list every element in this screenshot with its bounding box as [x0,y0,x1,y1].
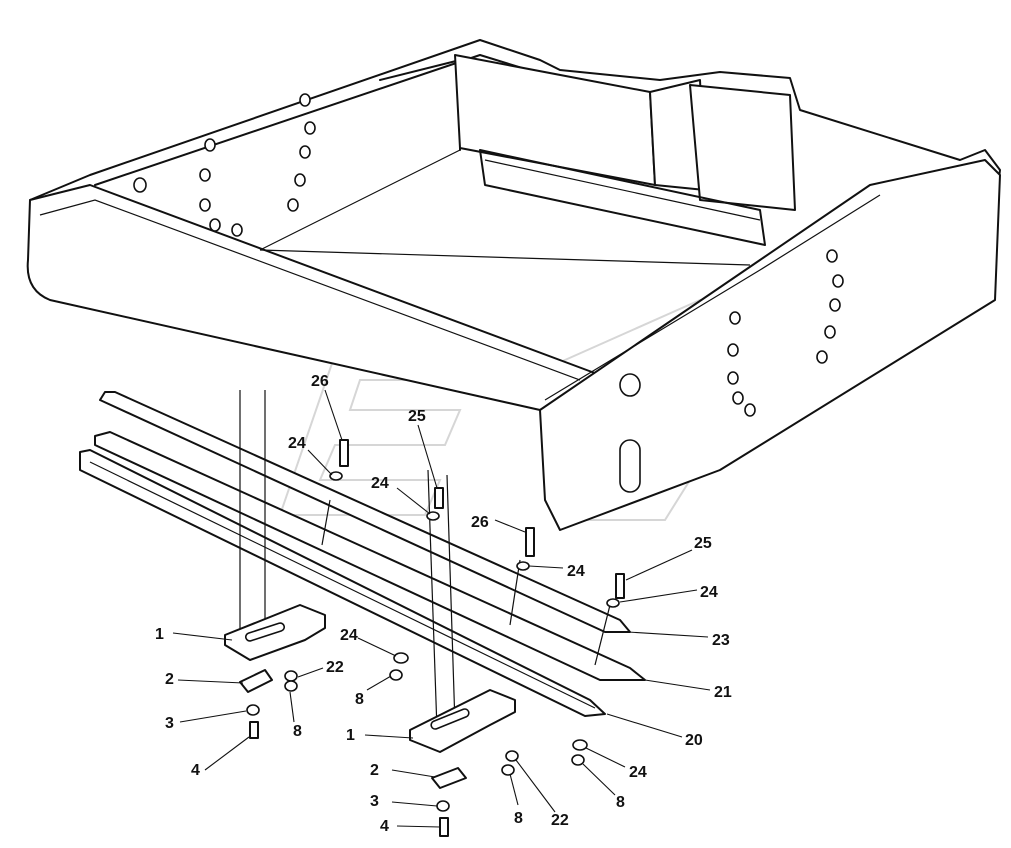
callout-2-left: 2 [165,671,174,688]
callout-4-right: 4 [380,818,389,835]
callout-26-middle: 26 [471,514,489,531]
callout-3-right: 3 [370,793,379,810]
callout-20: 20 [685,732,703,749]
frame-assembly [26,39,1001,531]
callout-3-left: 3 [165,715,174,732]
callout-24-top-left: 24 [288,435,306,452]
callout-8-middle: 8 [355,691,364,708]
callout-8-right: 8 [514,810,523,827]
callout-24-right: 24 [700,584,718,601]
callout-24-middle-right: 24 [567,563,585,580]
callout-labels: 1 2 3 4 8 22 24 8 1 2 3 4 8 22 26 24 25 … [155,373,732,835]
callout-1-left: 1 [155,626,164,643]
callout-25-top: 25 [408,408,426,425]
leader-lines [172,389,711,828]
rail-assembly [79,391,646,717]
callout-24-bottom-right: 24 [629,764,647,781]
callout-2-right: 2 [370,762,379,779]
callout-23: 23 [712,632,730,649]
callout-24-left: 24 [340,627,358,644]
callout-24-top-middle: 24 [371,475,389,492]
callout-4-left: 4 [191,762,200,779]
fasteners [329,439,625,766]
callout-22-left: 22 [326,659,344,676]
callout-8-left: 8 [293,723,302,740]
callout-22-right: 22 [551,812,569,829]
callout-8-bottom-right: 8 [616,794,625,811]
bracket-left [224,604,326,739]
callout-26-top: 26 [311,373,329,390]
callout-25-right: 25 [694,535,712,552]
callout-21: 21 [714,684,732,701]
callout-1-right: 1 [346,727,355,744]
bracket-right [409,689,519,837]
